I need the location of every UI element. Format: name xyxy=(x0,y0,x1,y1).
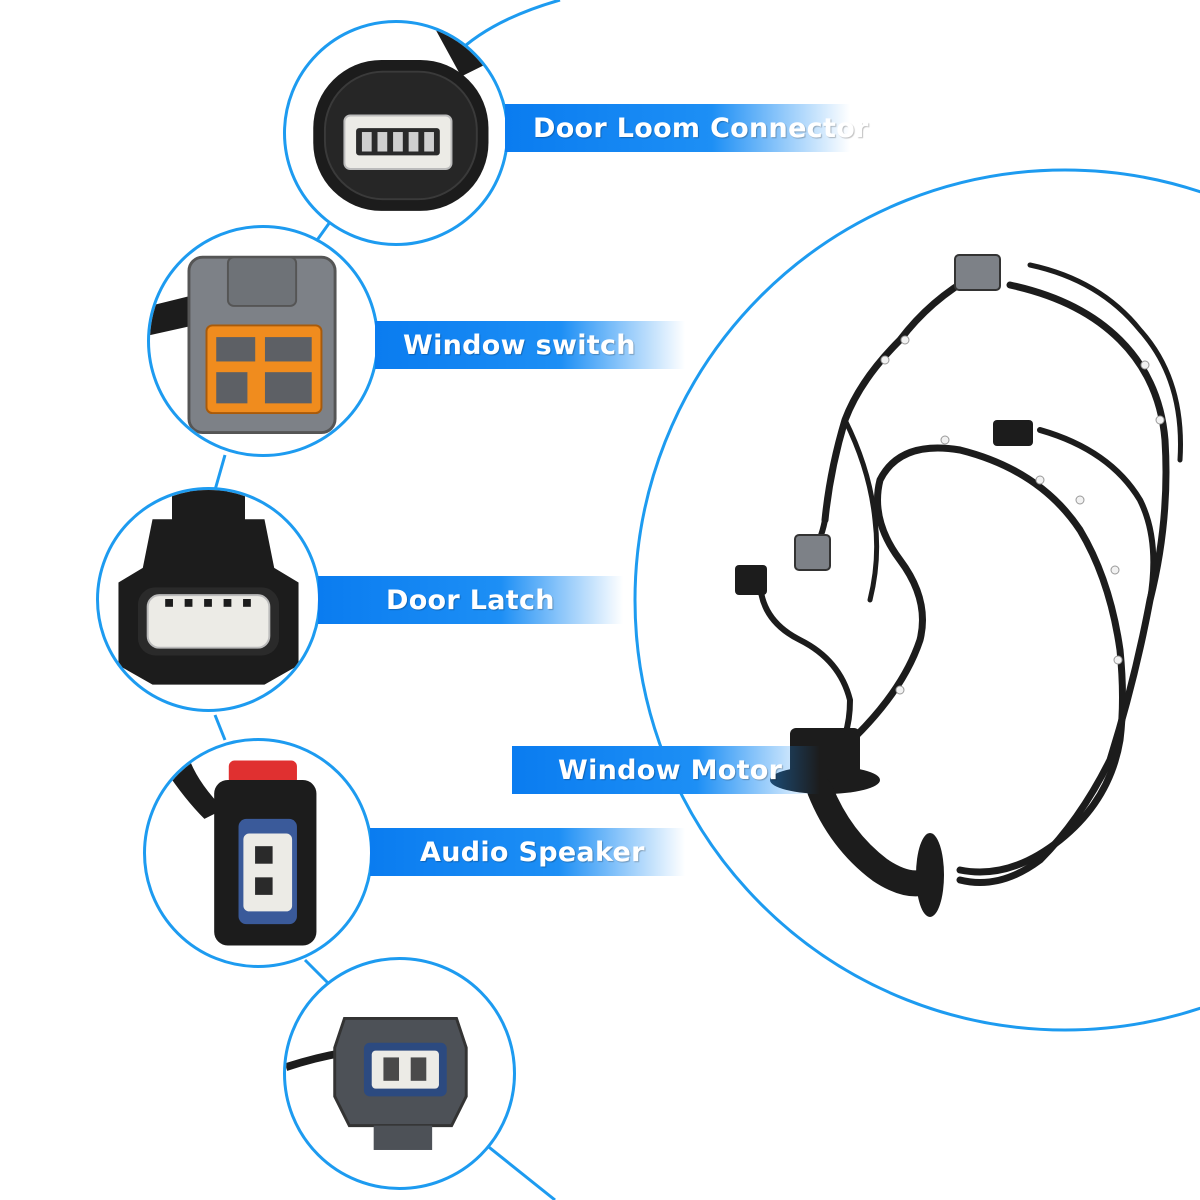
window-motor-label: Window Motor xyxy=(558,754,783,786)
door-latch-banner: Door Latch xyxy=(318,576,623,624)
window-motor-connector-icon xyxy=(286,1016,468,1150)
audio-speaker-label: Audio Speaker xyxy=(420,836,645,868)
audio-speaker-connector-icon xyxy=(165,760,317,946)
window-motor-banner: Window Motor xyxy=(512,746,820,794)
window-switch-banner: Window switch xyxy=(375,321,685,369)
window-switch-label: Window switch xyxy=(403,329,636,361)
audio-speaker-banner: Audio Speaker xyxy=(370,828,685,876)
door-loom-label: Door Loom Connector xyxy=(533,112,869,144)
window-switch-circle xyxy=(147,225,379,457)
door-latch-connector-icon xyxy=(118,490,299,685)
window-motor-circle xyxy=(283,957,516,1190)
door-loom-banner: Door Loom Connector xyxy=(505,104,868,152)
audio-speaker-circle xyxy=(143,738,373,968)
door-latch-circle xyxy=(96,487,321,712)
door-loom-circle xyxy=(283,20,509,246)
harness-circle xyxy=(633,168,1200,1032)
door-latch-label: Door Latch xyxy=(386,584,555,616)
window-switch-connector-icon xyxy=(150,255,337,435)
door-loom-connector-icon xyxy=(313,23,491,211)
